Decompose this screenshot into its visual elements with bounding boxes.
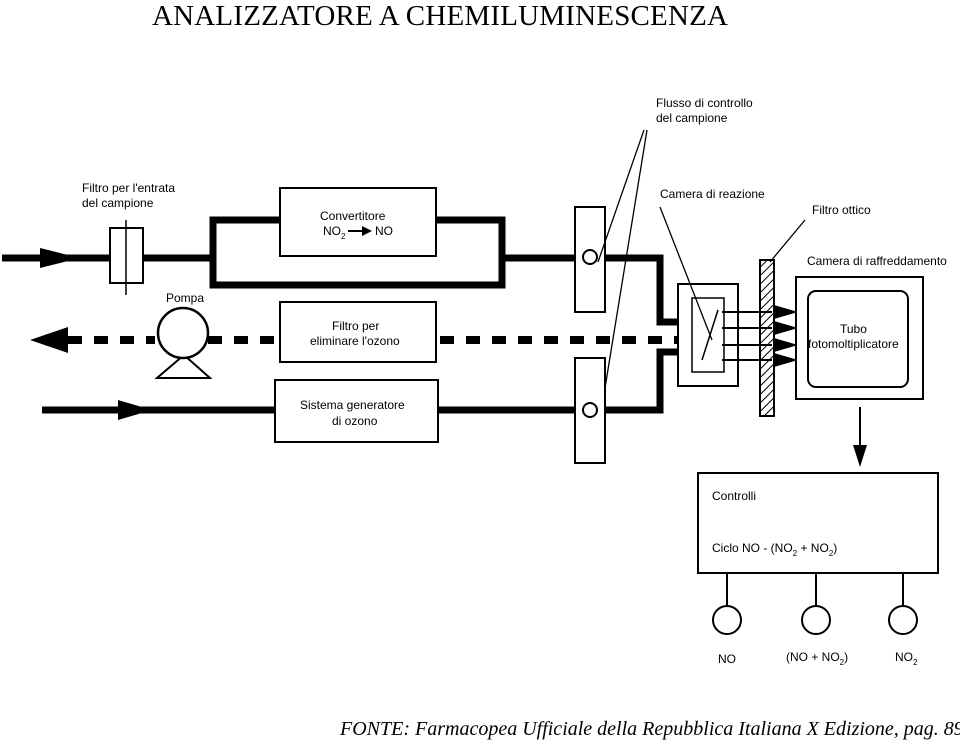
label-convertitore-no2: NO2 bbox=[323, 224, 346, 241]
label-filtro-entrata-2: del campione bbox=[82, 196, 154, 210]
meter-no2 bbox=[888, 605, 918, 635]
optical-filter bbox=[759, 259, 775, 417]
controls-box bbox=[697, 472, 939, 574]
lower-valve-circle bbox=[582, 402, 598, 418]
label-controlli: Controlli bbox=[712, 489, 756, 503]
inlet-arrow-icon bbox=[40, 248, 80, 268]
label-filtro-ottico: Filtro ottico bbox=[812, 203, 871, 217]
exhaust-arrow-icon bbox=[30, 327, 68, 353]
label-pompa: Pompa bbox=[166, 291, 204, 305]
convert-arrow-icon bbox=[362, 226, 372, 236]
meter-no bbox=[712, 605, 742, 635]
label-flusso-2: del campione bbox=[656, 111, 728, 125]
output-label-no2: NO2 bbox=[895, 650, 918, 667]
output-meters bbox=[712, 573, 918, 635]
label-convertitore-no: NO bbox=[375, 224, 393, 238]
ozone-arrow-icon bbox=[118, 400, 152, 420]
label-flusso-1: Flusso di controllo bbox=[656, 96, 753, 110]
down-arrow-icon bbox=[853, 445, 867, 467]
converter-loop bbox=[209, 216, 575, 289]
label-filtro-ozono-2: eliminare l'ozono bbox=[310, 334, 400, 348]
lower-control-valve bbox=[574, 357, 606, 464]
photomultiplier-tube bbox=[807, 290, 909, 388]
meter-no-nox bbox=[801, 605, 831, 635]
source-footer: FONTE: Farmacopea Ufficiale della Repubb… bbox=[340, 718, 960, 740]
ozone-generator-box bbox=[274, 379, 439, 443]
label-camera-reazione: Camera di reazione bbox=[660, 187, 765, 201]
page-title: ANALIZZATORE A CHEMILUMINESCENZA bbox=[152, 0, 729, 32]
ray-arrowheads bbox=[774, 305, 798, 367]
output-label-no: NO bbox=[718, 652, 736, 666]
label-tubo-2: fotomoltiplicatore bbox=[808, 337, 899, 351]
label-convertitore: Convertitore bbox=[320, 209, 386, 223]
label-filtro-ozono-1: Filtro per bbox=[332, 319, 379, 333]
pump-icon bbox=[154, 306, 213, 379]
label-sistema-2: di ozono bbox=[332, 414, 378, 428]
reaction-chamber-inner bbox=[691, 297, 725, 373]
label-tubo-1: Tubo bbox=[840, 322, 867, 336]
output-label-no-nox: (NO + NO2) bbox=[786, 650, 848, 667]
leader-lines bbox=[597, 129, 806, 389]
converter-box bbox=[279, 187, 437, 257]
label-filtro-entrata-1: Filtro per l'entrata bbox=[82, 181, 175, 195]
label-ciclo: Ciclo NO - (NO2 + NO2) bbox=[712, 541, 837, 558]
label-sistema-1: Sistema generatore bbox=[300, 398, 405, 412]
ozone-filter-box bbox=[279, 301, 437, 363]
label-camera-raffreddamento: Camera di raffreddamento bbox=[807, 254, 947, 268]
upper-valve-circle bbox=[582, 249, 598, 265]
